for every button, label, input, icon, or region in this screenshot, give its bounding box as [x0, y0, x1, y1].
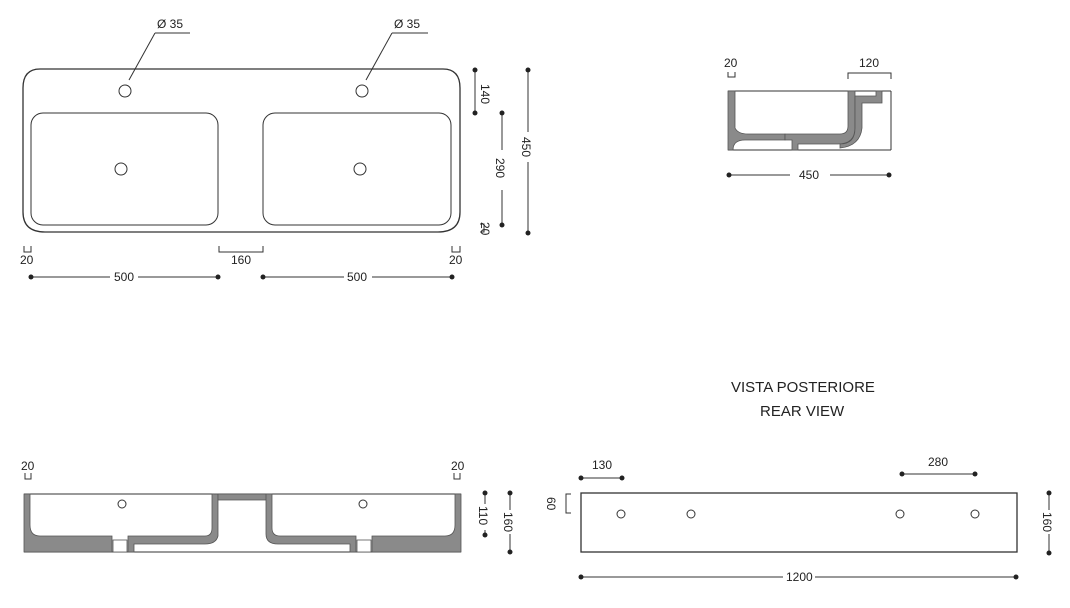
center-gap-label: 160: [231, 253, 251, 267]
side-wall-label: 20: [724, 56, 738, 70]
front-wall-left-label: 20: [21, 459, 35, 473]
right-hole-label: Ø 35: [394, 17, 420, 31]
rim-top-label: 140: [478, 84, 492, 104]
side-depth-label: 450: [799, 168, 819, 182]
front-hole-right: [358, 499, 368, 509]
right-hole-leader: [365, 32, 393, 81]
side-section-floor: [784, 90, 856, 151]
right-tap-hole: [355, 84, 369, 98]
left-basin: [30, 112, 219, 226]
side-section: 20 120 450: [724, 56, 892, 182]
basin-left-width-label: 500: [114, 270, 134, 284]
front-center: [214, 493, 271, 501]
rear-hole-height-label: 60: [544, 497, 558, 511]
total-depth-label: 450: [519, 137, 533, 157]
edge-right-label: 20: [449, 253, 463, 267]
front-wall-right: [371, 493, 462, 553]
right-basin: [262, 112, 452, 226]
front-inner-height-label: 110: [476, 506, 490, 525]
front-floor-left: [127, 493, 219, 553]
front-gap-right: [356, 539, 372, 553]
rear-hole-3: [895, 509, 905, 519]
rear-height-label: 160: [1040, 512, 1054, 532]
left-hole-leader: [128, 32, 156, 81]
front-hole-left: [117, 499, 127, 509]
side-shelf-label: 120: [859, 56, 879, 70]
front-wall-right-label: 20: [451, 459, 465, 473]
rear-spacing-label: 280: [928, 455, 948, 469]
left-drain-hole: [114, 162, 128, 176]
basin-depth-label: 290: [493, 158, 507, 178]
basin-right-width-label: 500: [347, 270, 367, 284]
left-hole-label: Ø 35: [157, 17, 183, 31]
front-gap-left: [112, 539, 128, 553]
rear-view: VISTA POSTERIORE REAR VIEW 130 280 60 16…: [544, 379, 1054, 584]
rim-bottom-label: 20: [478, 222, 492, 236]
top-view-outline: [22, 68, 461, 233]
rear-caption-it: VISTA POSTERIORE: [731, 379, 875, 396]
front-wall-left: [23, 493, 113, 553]
front-floor-right: [265, 493, 357, 553]
rear-offset-label: 130: [592, 458, 612, 472]
side-section-shelf: [839, 90, 883, 149]
right-drain-hole: [353, 162, 367, 176]
rear-hole-4: [970, 509, 980, 519]
edge-left-label: 20: [20, 253, 34, 267]
top-view: Ø 35 Ø 35 140 290 20 450 20 160 20 500 5…: [20, 17, 533, 284]
left-tap-hole: [118, 84, 132, 98]
rear-caption-en: REAR VIEW: [760, 403, 845, 420]
rear-length-label: 1200: [786, 570, 813, 584]
rear-hole-2: [686, 509, 696, 519]
front-total-height-label: 160: [501, 512, 515, 532]
front-section: 20 20 110 160: [21, 459, 515, 555]
side-section-wall: [727, 90, 786, 151]
rear-hole-1: [616, 509, 626, 519]
rear-view-outline: [580, 492, 1018, 553]
